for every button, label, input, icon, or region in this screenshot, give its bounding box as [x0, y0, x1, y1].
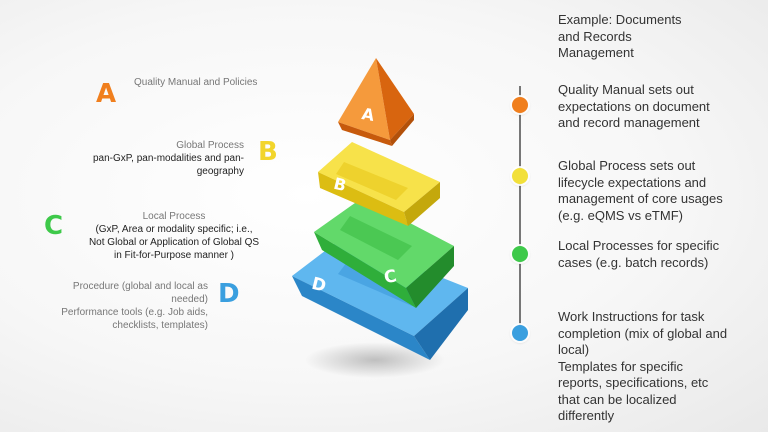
example-header-line-2: and Records [558, 28, 632, 44]
left-label-d: Procedure (global and local as needed) P… [28, 280, 208, 332]
left-label-c-line-3: in Fit-for-Purpose manner ) [113, 250, 235, 261]
left-label-a: Quality Manual and Policies [134, 76, 284, 89]
left-label-d-line-1: Procedure (global and local as [72, 281, 208, 292]
timeline-dot-a [512, 97, 528, 113]
left-label-b-line-2: geography [196, 166, 244, 177]
left-label-d-line-3: Performance tools (e.g. Job aids, [61, 307, 208, 318]
pyramid-label-c: C [383, 266, 399, 288]
right-text-d: Work Instructions for task completion (m… [558, 309, 763, 425]
left-label-b-line-1: pan-GxP, pan-modalities and pan- [92, 153, 244, 164]
pyramid-layer-a: A [338, 58, 414, 146]
timeline-line [519, 86, 521, 338]
left-label-d-line-2: needed) [171, 294, 208, 305]
right-text-d-line-1: Work Instructions for task [558, 309, 705, 324]
right-text-c-line-1: Local Processes for specific [558, 238, 720, 253]
left-label-b: Global Process pan-GxP, pan-modalities a… [64, 139, 244, 178]
right-text-d-line-3: local) [558, 342, 590, 357]
example-header-line-3: Management [558, 45, 634, 60]
pyramid-layer-b: B [318, 142, 440, 226]
left-label-a-title: Quality Manual and Policies [134, 77, 258, 88]
left-letter-d: D [218, 279, 240, 309]
pyramid-svg: D C B A [292, 58, 468, 378]
left-letter-a: A [96, 79, 117, 109]
left-label-c-title: Local Process [142, 211, 206, 222]
right-text-b-line-4: (e.g. eQMS vs eTMF) [558, 207, 683, 223]
left-label-c: Local Process (GxP, Area or modality spe… [74, 210, 274, 262]
left-label-d-line-4: checklists, templates) [112, 320, 208, 331]
right-text-c-line-2: cases (e.g. batch records) [558, 254, 709, 270]
left-label-c-line-1: (GxP, Area or modality specific; i.e., [95, 224, 253, 235]
pyramid-shadow [305, 342, 445, 378]
timeline-dot-c [512, 246, 528, 262]
right-text-d-line-6: that can be localized [558, 391, 677, 407]
right-text-a-line-2: expectations on document [558, 98, 710, 114]
right-text-a: Quality Manual sets out expectations on … [558, 82, 763, 132]
left-letter-c: C [44, 211, 64, 241]
right-text-c: Local Processes for specific cases (e.g.… [558, 238, 763, 271]
right-text-d-line-4: Templates for specific [558, 358, 683, 374]
right-text-b-line-1: Global Process sets out [558, 158, 696, 173]
right-text-a-line-1: Quality Manual sets out [558, 82, 694, 97]
right-text-b-line-3: management of core usages [558, 191, 723, 206]
timeline-dot-b [512, 168, 528, 184]
right-text-d-line-7: differently [558, 408, 615, 423]
pyramid-diagram: D C B A [280, 50, 510, 390]
pyramid-label-d: D [310, 274, 329, 297]
timeline-dot-d [512, 325, 528, 341]
right-text-b: Global Process sets out lifecycle expect… [558, 158, 763, 224]
example-header: Example: Documents and Records Managemen… [558, 12, 758, 62]
right-text-b-line-2: lifecycle expectations and [558, 174, 707, 190]
right-text-a-line-3: and record management [558, 115, 700, 130]
left-label-b-title: Global Process [176, 140, 244, 151]
example-header-line-1: Example: Documents [558, 12, 682, 27]
pyramid-layer-c: C [314, 198, 454, 308]
right-text-d-line-5: reports, specifications, etc [558, 375, 709, 390]
left-label-c-line-2: Not Global or Application of Global QS [88, 237, 260, 248]
pyramid-label-a: A [360, 104, 376, 125]
left-letter-b: B [258, 137, 278, 167]
right-text-d-line-2: completion (mix of global and [558, 325, 728, 341]
pyramid-label-b: B [332, 174, 348, 195]
